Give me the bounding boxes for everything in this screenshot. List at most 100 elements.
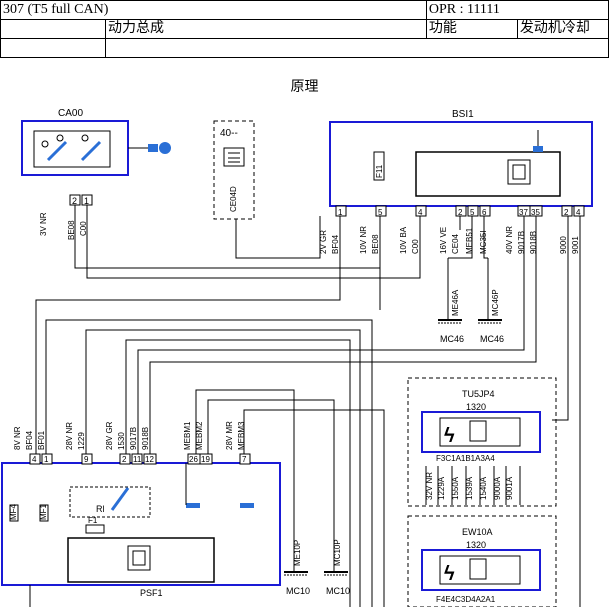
svg-text:1320: 1320 [466,402,486,412]
svg-text:9018B: 9018B [141,427,150,450]
svg-text:2: 2 [458,208,463,217]
ground-mc10: ME10P MC10 MC10P MC10 [284,530,350,596]
svg-text:7: 7 [242,455,247,464]
svg-text:1550A: 1550A [451,476,460,500]
svg-text:MEBM3: MEBM3 [237,421,246,450]
svg-text:9001A: 9001A [505,476,514,500]
svg-text:C00: C00 [411,239,420,254]
empty-cell [0,19,106,39]
ce04d-component: 40-- CE04D [213,120,255,220]
wire-bundle [29,205,581,607]
svg-text:BE08: BE08 [371,234,380,254]
svg-text:8V NR: 8V NR [13,426,22,450]
svg-text:1540A: 1540A [479,476,488,500]
ca00-label: CA00 [58,108,83,119]
svg-text:MF1: MF1 [39,503,48,520]
svg-text:1: 1 [338,208,343,217]
svg-text:9: 9 [84,455,89,464]
svg-text:ME46A: ME46A [451,289,460,316]
ca00-component: CA00 2 1 3V NR BE08 C00 [21,108,171,240]
lightning-icon: ϟ [444,563,455,585]
svg-text:F1: F1 [88,516,98,525]
svg-text:28V MR: 28V MR [225,421,234,450]
svg-text:BSI1: BSI1 [452,109,474,120]
svg-text:2V GR: 2V GR [319,230,328,254]
svg-text:11: 11 [133,455,142,464]
svg-text:6: 6 [482,208,487,217]
opr-cell: OPR : 11111 [425,0,609,20]
header-table: 307 (T5 full CAN) OPR : 11111 动力总成 功能 发动… [0,0,609,58]
svg-text:9001: 9001 [571,236,580,254]
svg-text:MC46: MC46 [480,334,504,344]
svg-text:MC10: MC10 [326,586,350,596]
svg-text:9017B: 9017B [129,427,138,450]
svg-text:10V NR: 10V NR [359,226,368,254]
svg-text:28V NR: 28V NR [65,422,74,450]
svg-text:9018B: 9018B [529,231,538,254]
svg-text:PSF1: PSF1 [140,588,163,598]
svg-text:9017B: 9017B [517,231,526,254]
svg-text:Rl: Rl [96,504,105,514]
psf1-component: PSF1 4 1 9 2 11 12 26 19 7 8V NR BF04 BF… [1,421,281,598]
wiring-diagram: CA00 2 1 3V NR BE08 C00 40-- CE04D BSI1 [1,108,593,607]
svg-text:1229: 1229 [77,432,86,450]
svg-text:CE04D: CE04D [229,186,238,212]
svg-text:1320: 1320 [466,540,486,550]
svg-text:4: 4 [576,208,581,217]
svg-text:F4E4C3D4A2A1: F4E4C3D4A2A1 [436,595,496,604]
svg-text:EW10A: EW10A [462,527,493,537]
svg-text:1229A: 1229A [437,476,446,500]
svg-text:26: 26 [189,455,198,464]
svg-text:10V BA: 10V BA [399,226,408,254]
svg-text:CE04: CE04 [451,233,460,254]
key-icon [128,142,171,154]
svg-text:4: 4 [32,455,37,464]
svg-text:5: 5 [378,208,383,217]
svg-text:4: 4 [418,208,423,217]
svg-text:2: 2 [564,208,569,217]
svg-text:BE08: BE08 [67,220,76,240]
svg-text:5: 5 [470,208,475,217]
svg-text:40--: 40-- [220,128,238,139]
svg-text:12: 12 [145,455,154,464]
svg-text:F3C1A1B1A3A4: F3C1A1B1A3A4 [436,454,495,463]
svg-text:1539A: 1539A [465,476,474,500]
ground-mc46: ME46A MC46 MC46P MC46 [438,258,504,344]
empty-cell [105,38,609,58]
system-cell: 动力总成 [105,19,427,39]
svg-text:2: 2 [72,196,77,206]
svg-text:MEBM1: MEBM1 [183,421,192,450]
tu5jp4-component: TU5JP4 1320 ϟ F3C1A1B1A3A4 32V NR 1229A … [407,377,557,507]
model-cell: 307 (T5 full CAN) [0,0,427,20]
svg-text:2: 2 [122,455,127,464]
svg-text:BF04: BF04 [25,430,34,450]
svg-text:9000A: 9000A [493,476,502,500]
lightning-icon: ϟ [444,425,455,447]
wire-bundle-secondary [235,216,321,259]
svg-text:C00: C00 [79,221,88,236]
svg-text:MC10P: MC10P [333,539,342,566]
svg-text:MC46: MC46 [440,334,464,344]
empty-cell [0,38,106,58]
svg-text:3V NR: 3V NR [39,212,48,236]
svg-text:BF04: BF04 [331,234,340,254]
svg-text:MF4: MF4 [9,503,18,520]
svg-text:1530: 1530 [117,432,126,450]
svg-text:1: 1 [84,196,89,206]
svg-text:37: 37 [519,208,528,217]
svg-text:F11: F11 [375,164,384,178]
svg-text:40V NR: 40V NR [505,226,514,254]
svg-text:MEB51: MEB51 [465,227,474,254]
svg-text:9000: 9000 [559,236,568,254]
svg-text:28V GR: 28V GR [105,421,114,450]
svg-text:ME10P: ME10P [293,540,302,566]
function-label-cell: 功能 [425,19,518,39]
svg-text:16V VE: 16V VE [439,227,448,254]
svg-text:19: 19 [201,455,210,464]
section-title: 原理 [290,79,319,95]
svg-text:32V NR: 32V NR [425,472,434,500]
svg-text:MEBM2: MEBM2 [195,421,204,450]
function-value-cell: 发动机冷却 [516,19,609,39]
svg-text:MC10: MC10 [286,586,310,596]
bsi1-component: BSI1 F11 1 5 4 2 5 6 37 35 2 4 2V GR BF0… [319,109,593,254]
